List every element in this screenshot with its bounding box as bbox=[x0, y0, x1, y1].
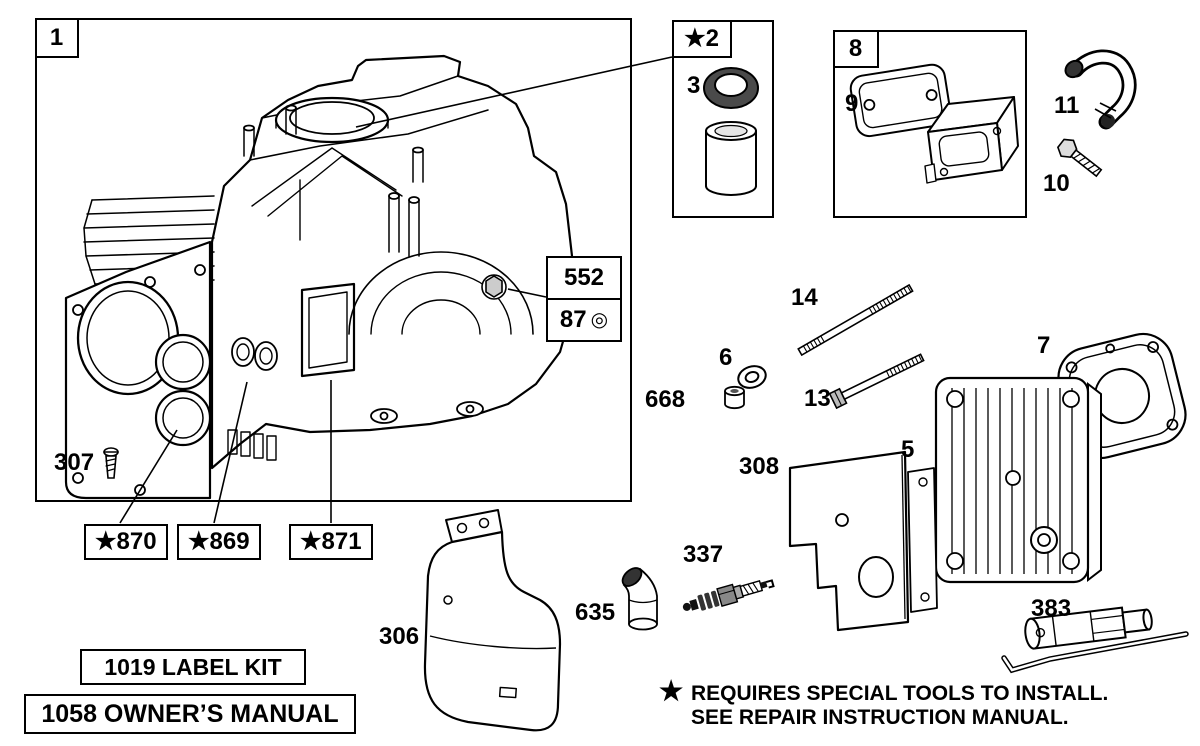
footnote-line1: REQUIRES SPECIAL TOOLS TO INSTALL. bbox=[691, 682, 1109, 705]
frame-1-label: 1 bbox=[34, 17, 79, 58]
screw-10-drawing bbox=[1056, 138, 1103, 178]
frame-8: 8 bbox=[832, 29, 1027, 218]
part-label-668: 668 bbox=[645, 386, 686, 413]
spacer-668-drawing bbox=[724, 385, 745, 410]
frame-8-label: 8 bbox=[832, 29, 879, 68]
screw-307-drawing bbox=[103, 447, 119, 479]
part-label-306: 306 bbox=[379, 623, 420, 650]
cylinder-shield-drawing bbox=[788, 450, 938, 632]
bolt-13-drawing bbox=[828, 353, 925, 410]
owners-manual-box: 1058 OWNER’S MANUAL bbox=[24, 694, 356, 734]
label-kit-box: 1019 LABEL KIT bbox=[80, 649, 306, 685]
part-label-337: 337 bbox=[683, 541, 724, 568]
frame-1: 1 bbox=[34, 17, 632, 502]
leader-lines bbox=[119, 56, 673, 524]
part-label-87: 87 ◎ bbox=[548, 300, 620, 340]
part-label-14: 14 bbox=[791, 284, 818, 311]
washer-6-drawing bbox=[737, 365, 767, 389]
part-label-5: 5 bbox=[901, 436, 915, 463]
cylinder-head-drawing bbox=[934, 376, 1102, 584]
part-label-10: 10 bbox=[1043, 170, 1070, 197]
stud-14-drawing bbox=[797, 283, 914, 357]
frame-2-label: ★2 bbox=[671, 19, 732, 58]
part-label-552: 552 bbox=[548, 258, 620, 300]
part-552-87-box: 552 87 ◎ bbox=[546, 256, 622, 342]
part-label-11: 11 bbox=[1054, 92, 1080, 119]
part-label-7: 7 bbox=[1037, 332, 1051, 359]
part-label-3: 3 bbox=[687, 72, 701, 99]
spark-plug-drawing bbox=[682, 579, 775, 611]
part-label-307: 307 bbox=[54, 449, 95, 476]
grommet-icon: ◎ bbox=[590, 309, 609, 331]
part-label-635: 635 bbox=[575, 599, 616, 626]
part-label-871-box: ★871 bbox=[289, 524, 373, 560]
elbow-fitting-drawing bbox=[621, 567, 658, 631]
footnote-line2: SEE REPAIR INSTRUCTION MANUAL. bbox=[691, 706, 1069, 729]
spark-plug-wrench-drawing bbox=[1001, 606, 1189, 674]
blower-shield-drawing bbox=[423, 509, 562, 732]
part-label-869-box: ★869 bbox=[177, 524, 261, 560]
part-87-number: 87 bbox=[559, 306, 587, 333]
part-label-9: 9 bbox=[845, 90, 859, 117]
part-label-870-box: ★870 bbox=[84, 524, 168, 560]
breather-gasket-drawing bbox=[849, 63, 952, 138]
oil-tube-drawing bbox=[1064, 49, 1137, 130]
breather-assembly-drawing bbox=[924, 96, 1019, 184]
part-label-13: 13 bbox=[804, 385, 831, 412]
part-3-drawing bbox=[703, 67, 759, 196]
part-label-6: 6 bbox=[719, 344, 733, 371]
part-label-383: 383 bbox=[1031, 595, 1072, 622]
part-label-308: 308 bbox=[739, 453, 780, 480]
footnote-star-icon: ★ bbox=[659, 676, 684, 706]
frame-2: ★2 bbox=[671, 19, 774, 218]
